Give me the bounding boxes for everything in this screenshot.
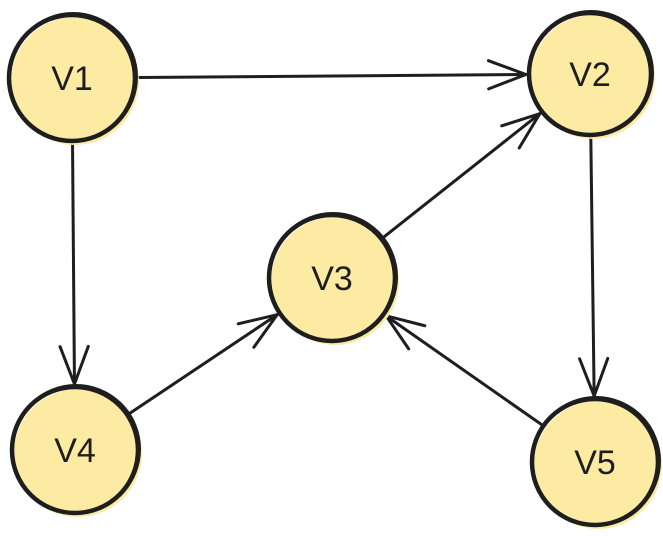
- arrowhead-stroke: [486, 59, 528, 76]
- edge-line: [384, 314, 543, 426]
- node-v1-label: V1: [51, 60, 93, 98]
- edge-v3-v2: [382, 112, 542, 239]
- edge-line: [589, 136, 596, 398]
- nodes-layer: V1 V2 V3 V4 V5: [6, 10, 662, 529]
- edge-line: [128, 313, 279, 415]
- node-v1[interactable]: V1: [6, 12, 139, 145]
- edge-v4-v3: [128, 313, 279, 415]
- node-v5-label: V5: [574, 444, 616, 482]
- arrowhead-stroke: [236, 313, 279, 326]
- edge-line: [382, 112, 542, 239]
- arrowhead-stroke: [517, 112, 542, 150]
- arrowhead-stroke: [384, 314, 427, 328]
- node-v4-label: V4: [54, 432, 96, 470]
- arrowhead-stroke: [72, 344, 90, 386]
- edge-line: [71, 142, 76, 386]
- arrowhead-stroke: [252, 313, 279, 349]
- edge-v2-v5: [578, 136, 610, 398]
- edge-v1-v4: [58, 142, 90, 386]
- edge-v5-v3: [384, 314, 543, 426]
- node-v5[interactable]: V5: [529, 396, 662, 529]
- node-v2[interactable]: V2: [526, 10, 655, 139]
- arrowhead-stroke: [592, 356, 610, 398]
- arrowhead-stroke: [578, 357, 596, 398]
- node-v2-label: V2: [569, 56, 611, 94]
- node-v4[interactable]: V4: [9, 384, 142, 517]
- node-v3-label: V3: [311, 260, 353, 298]
- arrowhead-stroke: [384, 314, 411, 351]
- arrowhead-stroke: [58, 345, 76, 386]
- node-v3[interactable]: V3: [266, 212, 399, 345]
- edge-line: [136, 72, 528, 79]
- arrowhead-stroke: [487, 72, 528, 91]
- edge-v1-v2: [136, 59, 528, 91]
- edges-layer: [58, 59, 610, 426]
- arrowhead-stroke: [500, 112, 542, 128]
